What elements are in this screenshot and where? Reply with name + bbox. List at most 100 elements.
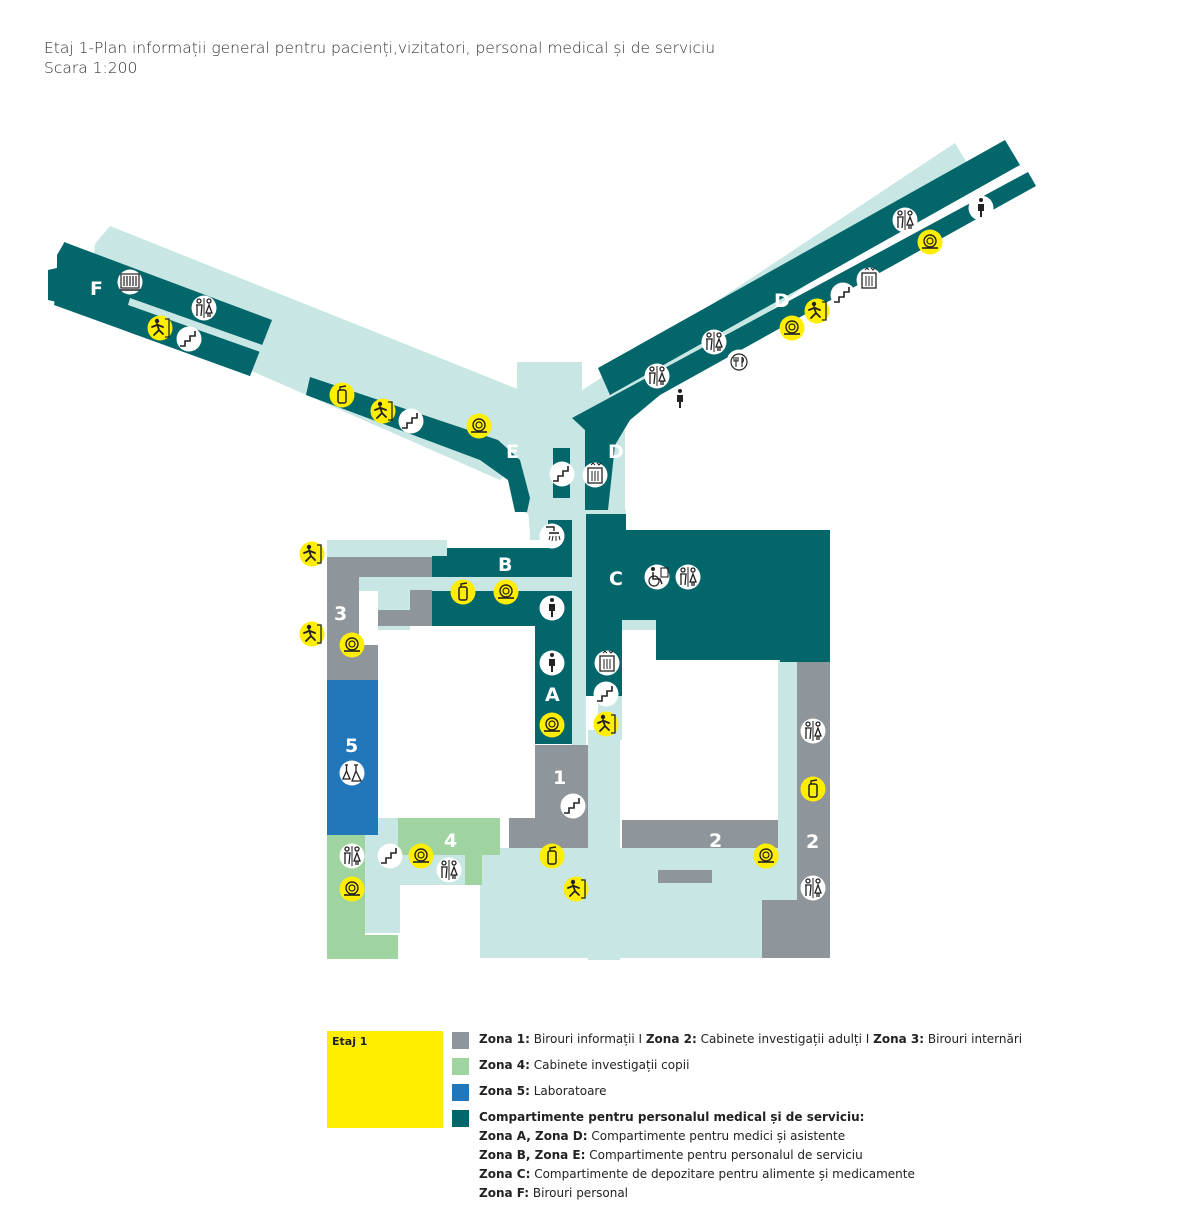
legend-zone-be-text: Compartimente pentru personalul de servi… — [585, 1148, 863, 1162]
person-icon — [539, 650, 565, 676]
legend-zone5-name: Zona 5: — [479, 1084, 530, 1098]
legend-zone-ad-text: Compartimente pentru medici și asistente — [587, 1129, 846, 1143]
stairs-icon — [593, 681, 619, 707]
wheelchair-icon — [644, 564, 670, 590]
label-zone-a: A — [545, 684, 560, 706]
legend-zone-c-name: Zona C: — [479, 1167, 531, 1181]
elevator-icon — [856, 267, 882, 293]
elevator-icon — [582, 462, 608, 488]
fire-extinguisher-icon — [539, 843, 565, 869]
label-zone-f: F — [90, 278, 103, 300]
zone-d-wing-inner — [572, 172, 1036, 510]
legend-zone3-name: Zona 3: — [873, 1032, 925, 1046]
zone-labels: F E D D B C A 1 2 2 3 4 5 — [90, 278, 819, 853]
legend-zone4-name: Zona 4: — [479, 1058, 530, 1072]
legend-floor-box: Etaj 1 — [327, 1031, 443, 1128]
label-zone-c: C — [609, 568, 623, 590]
wc-icon — [436, 857, 462, 883]
label-zone-1: 1 — [553, 767, 566, 789]
emergency-exit-icon — [593, 711, 619, 737]
label-zone-b: B — [498, 554, 512, 576]
label-zone-2a: 2 — [709, 830, 722, 852]
fire-hose-icon — [753, 843, 779, 869]
emergency-exit-icon — [299, 541, 325, 567]
label-zone-d-north: D — [774, 290, 790, 312]
wc-icon — [191, 295, 217, 321]
zone-2-block — [622, 662, 830, 958]
stairs-icon — [398, 408, 424, 434]
person-icon — [539, 595, 565, 621]
person-icon — [968, 195, 994, 221]
zone-5-block — [327, 680, 378, 835]
fire-hose-icon — [466, 413, 492, 439]
label-zone-3: 3 — [334, 603, 347, 625]
fire-hose-icon — [539, 712, 565, 738]
emergency-exit-icon — [147, 315, 173, 341]
fire-hose-icon — [493, 579, 519, 605]
legend-zone5-text: Laboratoare — [529, 1084, 607, 1098]
stairs-icon — [377, 843, 403, 869]
label-zone-e: E — [506, 441, 519, 463]
emergency-exit-icon — [370, 398, 396, 424]
legend-staff-heading: Compartimente pentru personalul medical … — [479, 1110, 865, 1124]
stairs-icon — [549, 461, 575, 487]
legend-zone-c-text: Compartimente de depozitare pentru alime… — [530, 1167, 915, 1181]
wc-icon — [701, 329, 727, 355]
fire-hose-icon — [339, 876, 365, 902]
fire-hose-icon — [779, 315, 805, 341]
legend-floor-label: Etaj 1 — [332, 1035, 368, 1048]
label-zone-4: 4 — [444, 830, 457, 852]
elevator-icon — [594, 650, 620, 676]
plan-title: Etaj 1-Plan informații general pentru pa… — [44, 38, 715, 78]
wc-icon — [800, 875, 826, 901]
label-zone-d-center: D — [608, 441, 624, 463]
laboratory-icon — [339, 760, 365, 786]
wc-icon — [675, 564, 701, 590]
label-zone-2b: 2 — [806, 831, 819, 853]
library-icon — [117, 269, 143, 295]
legend-swatch-staff — [452, 1110, 469, 1127]
wc-icon — [800, 718, 826, 744]
floor-plan: F E D D B C A 1 2 2 3 4 5 — [48, 140, 1036, 960]
legend-zone2-name: Zona 2: — [645, 1032, 697, 1046]
title-scale: Scara 1:200 — [44, 59, 138, 77]
fire-hose-icon — [408, 843, 434, 869]
legend-swatch-blue — [452, 1084, 469, 1101]
legend-zone2-text: Cabinete investigații adulți I — [696, 1032, 874, 1046]
legend-zone-ad-name: Zona A, Zona D: — [479, 1129, 588, 1143]
wc-icon — [339, 843, 365, 869]
legend-zone-f-text: Birouri personal — [529, 1186, 629, 1200]
fire-hose-icon — [917, 229, 943, 255]
zone-f-block — [54, 242, 272, 376]
legend-zone3-text: Birouri internări — [924, 1032, 1023, 1046]
fire-extinguisher-icon — [450, 579, 476, 605]
emergency-exit-icon — [299, 621, 325, 647]
zone-f-corridor-strip — [128, 298, 268, 353]
legend-zone-f-name: Zona F: — [479, 1186, 530, 1200]
fire-extinguisher-icon — [800, 776, 826, 802]
title-line-1: Etaj 1-Plan informații general pentru pa… — [44, 39, 716, 57]
legend-zone4-text: Cabinete investigații copii — [529, 1058, 690, 1072]
label-zone-5: 5 — [345, 735, 358, 757]
legend-swatch-grey — [452, 1032, 469, 1049]
stairs-icon — [560, 793, 586, 819]
legend-swatch-green — [452, 1058, 469, 1075]
stairs-icon — [176, 326, 202, 352]
wc-icon — [644, 363, 670, 389]
fire-extinguisher-icon — [329, 382, 355, 408]
wc-icon — [892, 207, 918, 233]
zone-c-block — [586, 514, 830, 696]
fire-hose-icon — [339, 632, 365, 658]
restaurant-icon — [726, 349, 752, 375]
shower-icon — [539, 523, 565, 549]
emergency-exit-icon — [563, 876, 589, 902]
map-icons — [117, 195, 994, 902]
zone-1-block — [509, 745, 588, 848]
stairs-icon — [830, 282, 856, 308]
legend-zone1-name: Zona 1: — [479, 1032, 530, 1046]
legend-zone1-text: Birouri informații I — [529, 1032, 646, 1046]
person-icon — [667, 386, 693, 412]
emergency-exit-icon — [804, 298, 830, 324]
legend-zone-be-name: Zona B, Zona E: — [479, 1148, 586, 1162]
zone-e-block — [306, 377, 530, 512]
